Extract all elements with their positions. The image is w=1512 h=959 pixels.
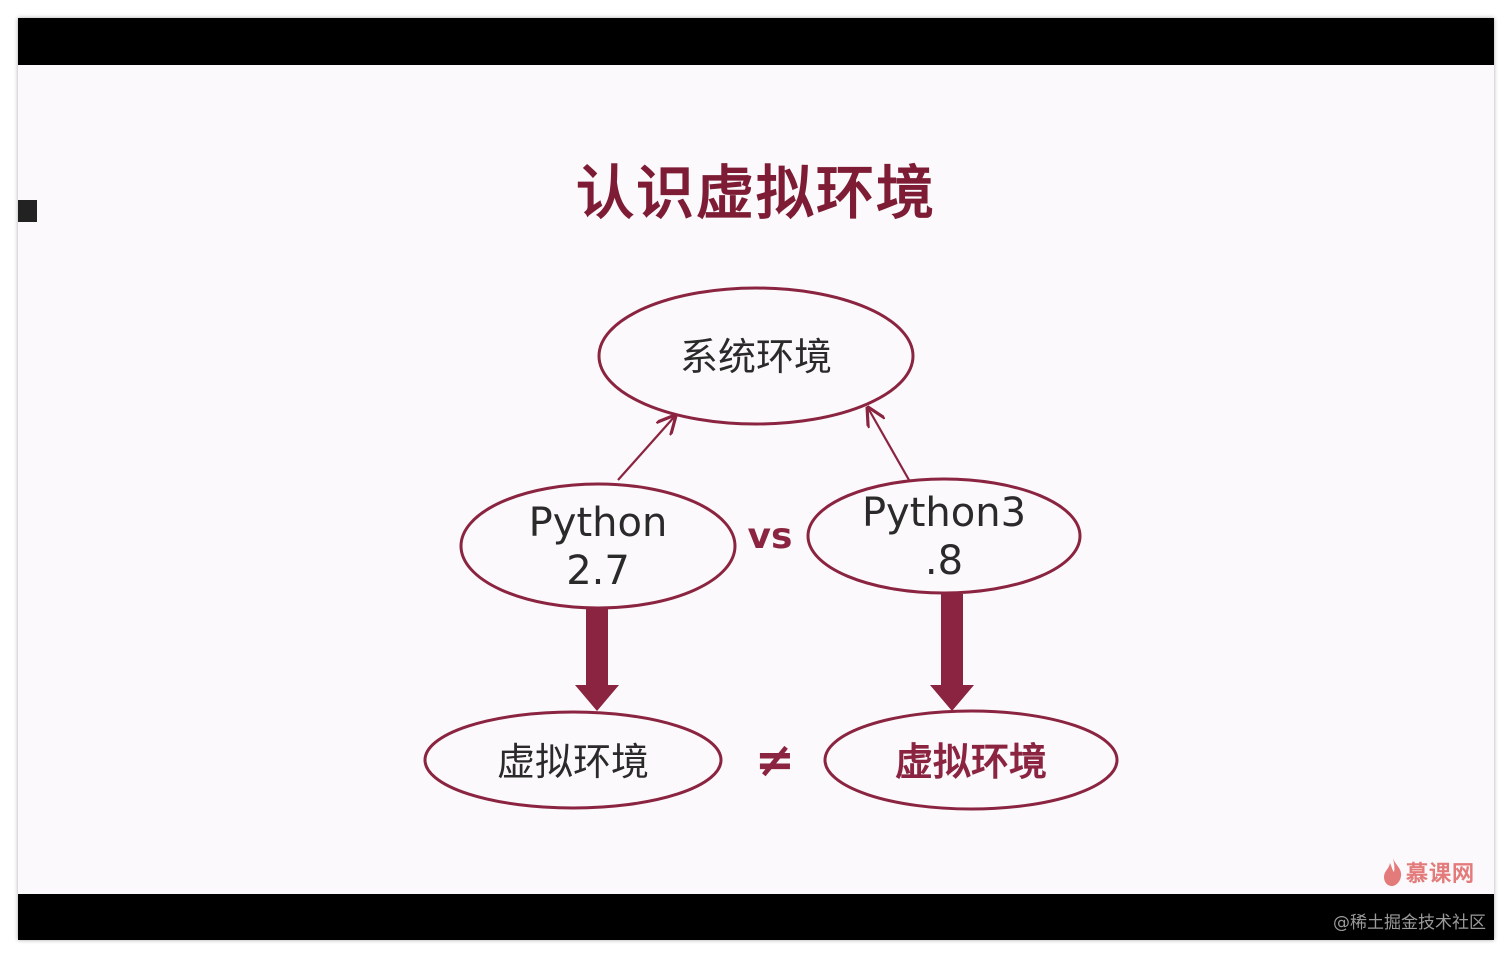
not-equal-sign: ≠ (755, 732, 795, 788)
flame-icon (1384, 858, 1402, 886)
slide-title: 认识虚拟环境 (575, 159, 936, 227)
letterbox-top (18, 18, 1494, 65)
letterbox-bottom (18, 894, 1494, 940)
python27-label-line2: 2.7 (566, 548, 630, 594)
python38-node: Python3 .8 (806, 477, 1082, 595)
python27-node: Python 2.7 (459, 482, 737, 610)
side-marker (18, 200, 37, 222)
venv-left-label: 虚拟环境 (497, 740, 649, 784)
slide-frame: 认识虚拟环境 系统环境 Python 2.7 vs Python3 .8 (18, 18, 1494, 940)
arrow-py27-to-system (617, 416, 675, 481)
venv-diagram: 系统环境 Python 2.7 vs Python3 .8 (423, 286, 1119, 811)
logo-text: 慕课网 (1406, 862, 1476, 887)
arrow-py27-to-venv (575, 609, 619, 711)
arrow-py38-to-venv (930, 594, 974, 711)
vs-label: vs (748, 516, 793, 557)
arrow-py38-to-system (868, 408, 910, 481)
venv-right-node: 虚拟环境 (823, 709, 1119, 811)
watermark: @稀土掘金技术社区 (1333, 913, 1486, 933)
python38-label-line2: .8 (925, 538, 963, 584)
brand-logo: 慕课网 (1382, 856, 1475, 888)
venv-left-node: 虚拟环境 (423, 710, 723, 810)
system-env-label: 系统环境 (680, 335, 832, 379)
python38-label-line1: Python3 (862, 490, 1026, 536)
system-env-node: 系统环境 (597, 286, 915, 426)
python27-label-line1: Python (529, 500, 668, 546)
venv-right-label: 虚拟环境 (895, 740, 1047, 784)
